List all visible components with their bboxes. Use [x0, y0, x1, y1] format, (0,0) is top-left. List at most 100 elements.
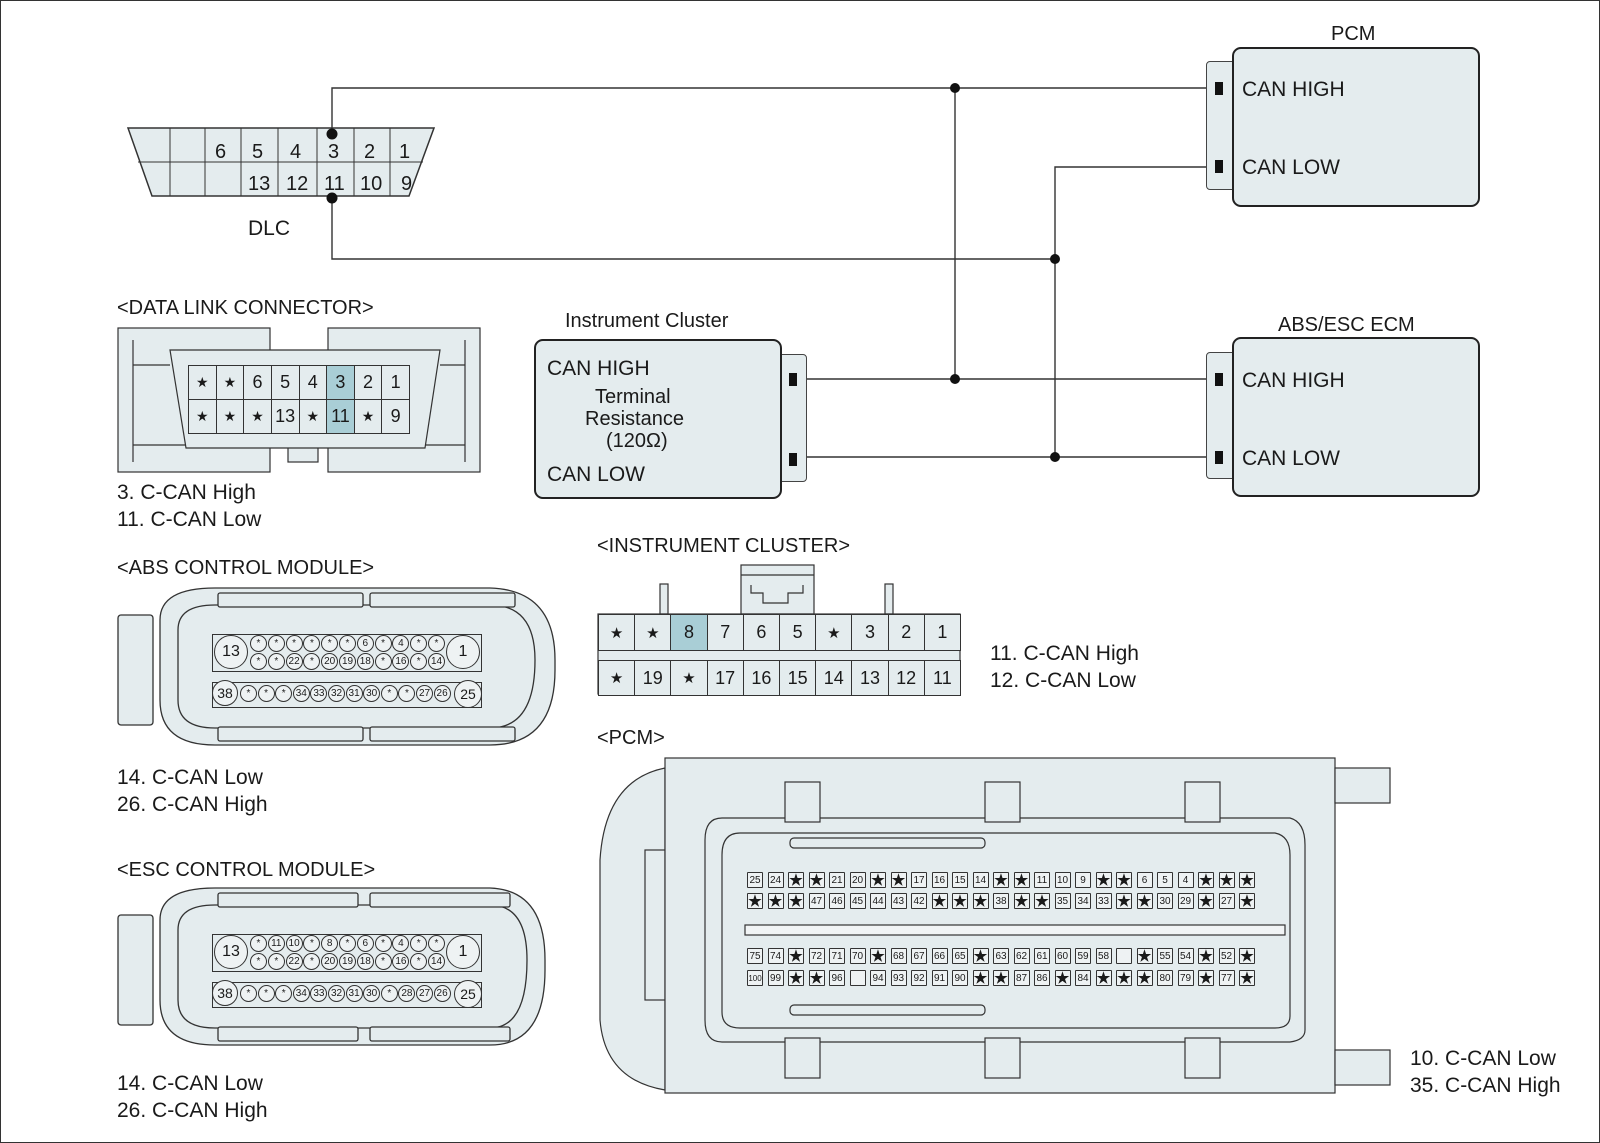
pcm-connector-pin: 45 — [849, 893, 866, 909]
esc_module-pin: 22 — [285, 953, 303, 970]
pcm-connector-pin: 10 — [1054, 872, 1071, 888]
abs_module-pin: * — [380, 685, 398, 702]
dlc-pin-label: 10 — [360, 173, 383, 195]
abs_module-pin: * — [398, 685, 416, 702]
abs_module-pin: 4 — [392, 635, 410, 652]
dlc-note-1: 3. C-CAN High — [117, 481, 256, 504]
pcm-connector-pin: ★ — [1136, 948, 1153, 965]
esc_module-pin: * — [267, 953, 285, 970]
pcm-connector-pin: ★ — [1013, 872, 1030, 889]
abs-esc-can-high-terminal — [1215, 373, 1223, 386]
pcm-connector-pin: 91 — [931, 970, 948, 986]
dlc-pin-label: 4 — [290, 141, 302, 163]
pcm-connector-pin: ★ — [1116, 970, 1132, 987]
cluster-connector-pin: ★ — [599, 661, 636, 696]
esc_module-pin: * — [250, 935, 267, 952]
dlc-pin-label: 2 — [364, 141, 376, 163]
abs_module-pin: * — [374, 635, 392, 652]
pcm-connector-pin: ★ — [1218, 872, 1235, 889]
esc_module-pin: * — [250, 953, 267, 970]
pcm-connector-pin: 9 — [1075, 872, 1091, 888]
pcm-connector-pin: ★ — [1054, 970, 1071, 987]
pcm-connector-pin: 25 — [747, 872, 763, 888]
abs-note-2: 26. C-CAN High — [117, 793, 268, 816]
abs_module-pin: * — [257, 685, 275, 702]
pcm-connector-pin: 43 — [890, 893, 907, 909]
esc_module-pin-large: 13 — [214, 935, 248, 969]
pcm-connector-pin: 70 — [849, 948, 866, 964]
pcm-connector-pin: ★ — [993, 872, 1009, 889]
pcm-connector-pin: 90 — [952, 970, 968, 986]
esc_module-pin: 6 — [356, 935, 374, 952]
abs_module-pin: 22 — [285, 653, 303, 670]
esc_module-pin: * — [303, 935, 321, 952]
pcm-connector-pin: ★ — [1013, 893, 1030, 910]
cluster-connector-pin: 8 — [671, 615, 708, 651]
abs_module-pin: * — [321, 635, 339, 652]
abs_module-pin: * — [428, 635, 445, 652]
dlc-connector-pin: ★ — [216, 400, 245, 434]
dlc-connector-pin: 13 — [271, 400, 300, 434]
pcm-connector-pin: 47 — [808, 893, 825, 909]
pcm-can-low-label: CAN LOW — [1242, 156, 1341, 179]
pcm-note-1: 10. C-CAN Low — [1410, 1047, 1556, 1070]
dlc-connector-pin: 9 — [382, 400, 410, 434]
abs_module-pin: * — [410, 653, 428, 670]
cluster-connector-pin: 5 — [780, 615, 817, 651]
pcm-connector-pin: ★ — [931, 893, 948, 910]
pcm-connector-pin: ★ — [1116, 893, 1132, 910]
dlc-pin-label: 5 — [252, 141, 264, 163]
esc-module-title: <ESC CONTROL MODULE> — [117, 859, 376, 881]
dlc-connector-pin: 5 — [271, 366, 300, 400]
pcm-connector-pin: 46 — [829, 893, 845, 909]
pcm-connector-pin: 54 — [1177, 948, 1194, 964]
pcm-connector-pin: 80 — [1157, 970, 1173, 986]
wire-can-low-dlc — [331, 198, 1055, 260]
dlc-connector-pin: ★ — [354, 400, 383, 434]
can-wires — [331, 87, 1212, 461]
abs_module-pin: * — [410, 635, 428, 652]
esc_module-pin: 14 — [428, 953, 445, 970]
pcm-connector-pin — [1116, 948, 1132, 964]
wire-can-low-pcm — [1054, 166, 1212, 459]
abs_module-pin: * — [250, 635, 267, 652]
pcm-connector-pin: 21 — [829, 872, 845, 888]
dlc-connector-pin: 11 — [327, 400, 355, 434]
pcm-connector-pin: ★ — [808, 872, 825, 889]
esc_module-pin: * — [380, 985, 398, 1002]
pcm-connector-pin: ★ — [1239, 872, 1255, 889]
dlc-connector-pin: 4 — [299, 366, 328, 400]
abs_module-pin: 14 — [428, 653, 445, 670]
pcm-connector-pin: 96 — [829, 970, 845, 986]
pcm-connector-pin: ★ — [972, 970, 989, 987]
pcm-connector-pin: 55 — [1157, 948, 1173, 964]
esc_module-pin: * — [410, 935, 428, 952]
pcm-connector-pin: 30 — [1157, 893, 1173, 909]
esc_module-pin: 31 — [345, 985, 363, 1002]
pcm-connector-pin: 100 — [747, 970, 763, 986]
dlc-connector-title: <DATA LINK CONNECTOR> — [117, 297, 374, 319]
cluster-module-box — [534, 339, 782, 499]
pcm-connector-pin: 11 — [1034, 872, 1050, 888]
pcm-connector-pin: 4 — [1177, 872, 1194, 888]
dlc-label: DLC — [248, 217, 291, 240]
cluster-connector-pin: 14 — [816, 661, 853, 696]
abs_module-pin: 26 — [433, 685, 451, 702]
pcm-connector-pin: 60 — [1054, 948, 1071, 964]
dlc-cell-lines — [169, 128, 391, 196]
dlc-connector-pin: 6 — [244, 366, 272, 400]
dlc-connector-pin: ★ — [216, 366, 245, 400]
esc_module-pin: * — [374, 953, 392, 970]
abs_module-pin-large: 38 — [212, 680, 238, 706]
pcm-connector-pin: ★ — [788, 948, 804, 965]
pcm-connector-pin: 15 — [952, 872, 968, 888]
cluster-title: Instrument Cluster — [565, 310, 729, 332]
abs_module-pin: * — [285, 635, 303, 652]
abs_module-pin: * — [339, 635, 356, 652]
pcm-can-low-terminal — [1215, 160, 1223, 173]
abs_module-pin: 34 — [292, 685, 310, 702]
esc_module-pin: * — [275, 985, 293, 1002]
pcm-connector-pin: 16 — [931, 872, 948, 888]
esc_module-pin: 20 — [321, 953, 339, 970]
